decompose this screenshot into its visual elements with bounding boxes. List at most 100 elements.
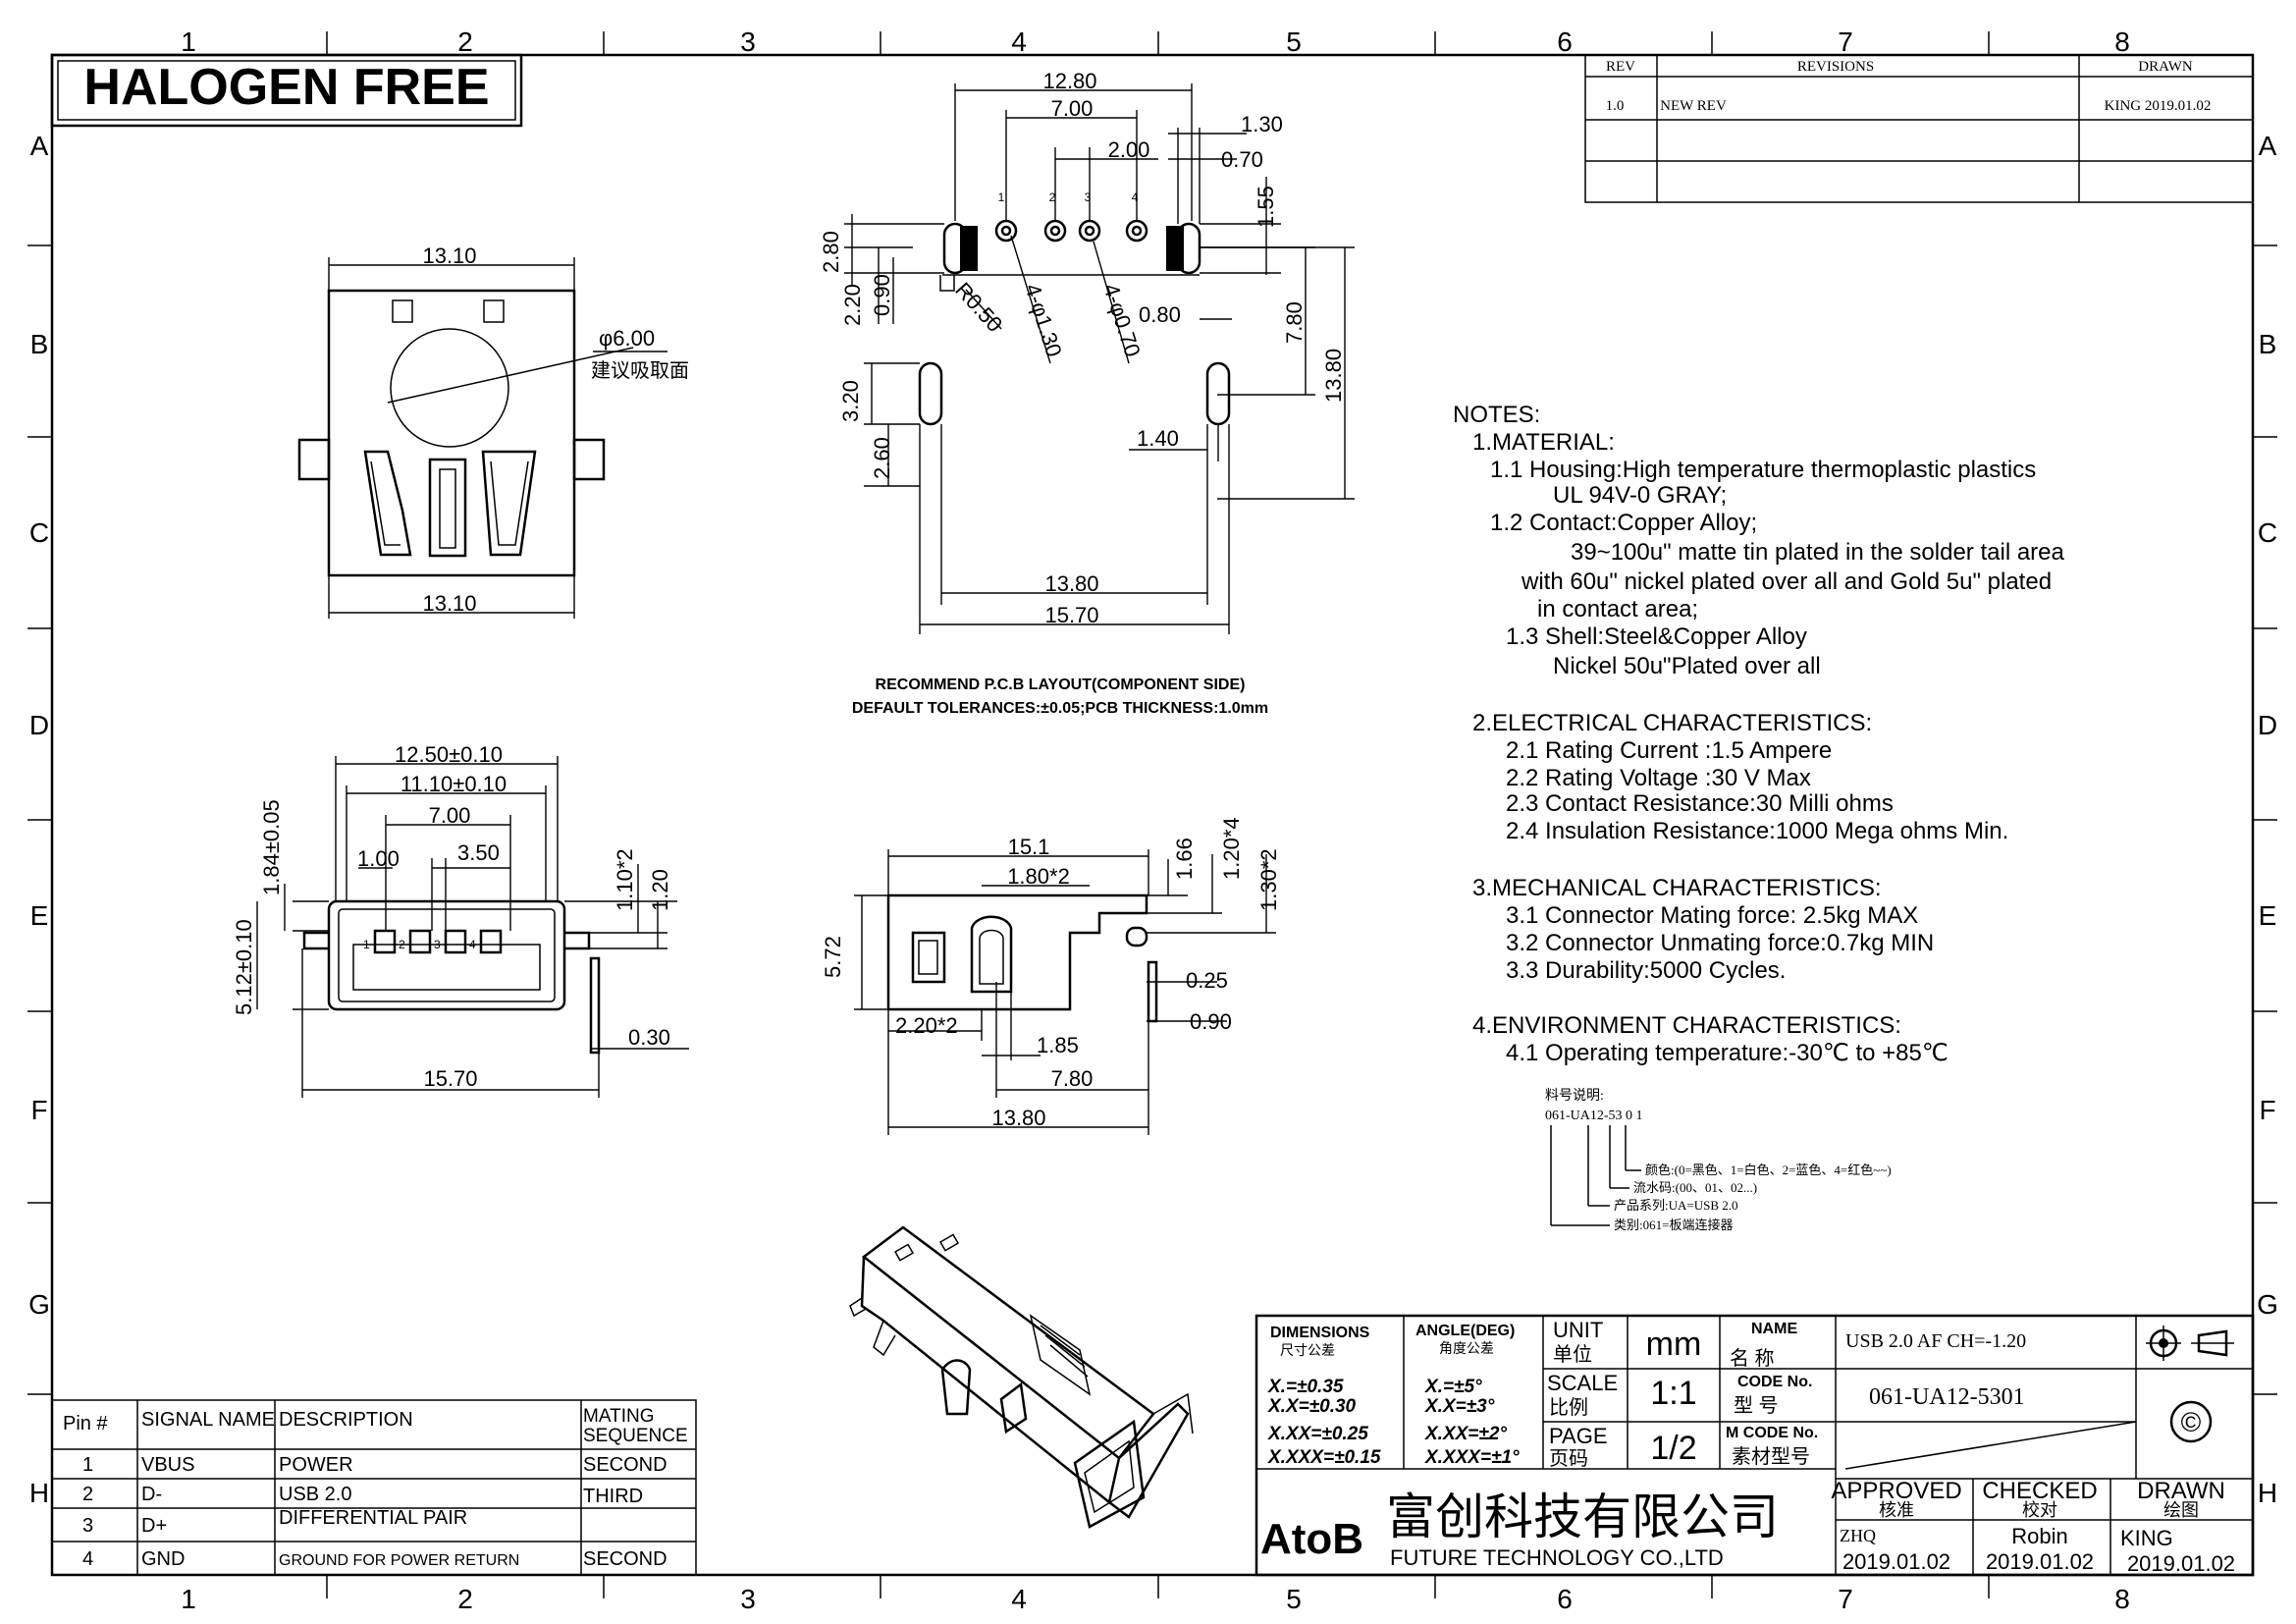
row-label: F [2259, 1095, 2275, 1125]
tol-ang: X.X=±3° [1424, 1396, 1495, 1417]
name-cn: 名 称 [1730, 1347, 1775, 1370]
dim-1570: 15.70 [1044, 603, 1098, 627]
pin-number: 2 [1049, 190, 1056, 204]
dim-512: 5.12±0.10 [232, 919, 256, 1015]
drawn-date: 2019.01.02 [2127, 1551, 2235, 1576]
note-line: 2.1 Rating Current :1.5 Ampere [1506, 737, 1832, 764]
company-en: FUTURE TECHNOLOGY CO.,LTD [1390, 1545, 1724, 1570]
unit-cn: 单位 [1553, 1343, 1592, 1366]
angle-label: ANGLE(DEG) [1415, 1323, 1515, 1339]
part-code-explanation: 料号说明: 061-UA12-53 0 1 颜色:(0=黑色、1=白色、2=蓝色… [1545, 1088, 1892, 1232]
note-line: 2.4 Insulation Resistance:1000 Mega ohms… [1506, 818, 2008, 844]
dim-130: 1.30 [1241, 112, 1283, 136]
pin-cell: SECOND [583, 1548, 667, 1570]
projection-symbol [2146, 1326, 2234, 1361]
dim-120-side: 1.20*4 [1219, 817, 1244, 880]
company-logo: AtoB [1260, 1515, 1363, 1563]
note-line: 2.ELECTRICAL CHARACTERISTICS: [1472, 710, 1872, 736]
rev-header: REV [1606, 59, 1635, 75]
dimensions-label: DIMENSIONS [1270, 1325, 1370, 1341]
code-label: CODE No. [1737, 1374, 1812, 1390]
dim-circle: φ6.00 [599, 326, 655, 351]
drawn-cn: 绘图 [2163, 1500, 2199, 1520]
part-code-explain: 流水码:(00、01、02...) [1633, 1180, 1757, 1195]
col-label: 7 [1838, 27, 1853, 57]
tol-ang: X.=±5° [1424, 1377, 1482, 1397]
pin-table: Pin # SIGNAL NAME DESCRIPTION MATING SEQ… [51, 1399, 697, 1576]
dim-130-side: 1.30*2 [1256, 848, 1281, 911]
part-code-value: 061-UA12-53 0 1 [1545, 1109, 1643, 1123]
pin-cell: THIRD [583, 1486, 643, 1507]
col-label: 5 [1286, 27, 1302, 57]
dim-080: 0.80 [1139, 302, 1181, 327]
name-value: USB 2.0 AF CH=-1.20 [1845, 1330, 2026, 1352]
approved-date: 2019.01.02 [1842, 1549, 1950, 1574]
dim-pin-pitch: 2.00 [1108, 137, 1150, 162]
checked-name: Robin [2011, 1524, 2067, 1548]
dim-1250: 12.50±0.10 [395, 742, 503, 767]
front-pin: 1 [363, 938, 370, 951]
unit-label: UNIT [1553, 1318, 1603, 1342]
mcode-label: M CODE No. [1726, 1425, 1818, 1441]
row-label: H [29, 1478, 49, 1508]
col-label: 2 [457, 1584, 473, 1614]
note-line: 39~100u" matte tin plated in the solder … [1571, 539, 2065, 566]
note-line: 3.MECHANICAL CHARACTERISTICS: [1472, 875, 1882, 901]
pin-cell: USB 2.0 [279, 1484, 351, 1505]
page-cn: 页码 [1549, 1448, 1588, 1470]
part-code-explain: 产品系列:UA=USB 2.0 [1614, 1198, 1738, 1213]
row-label: A [30, 131, 49, 161]
code-cn: 型 号 [1734, 1394, 1779, 1417]
col-label: 6 [1557, 27, 1573, 57]
dim-1380-side: 13.80 [991, 1106, 1045, 1130]
isometric-view [849, 1225, 1194, 1529]
dim-030: 0.30 [628, 1025, 670, 1050]
pin-cell: 2 [82, 1484, 93, 1505]
dim-320: 3.20 [838, 380, 863, 422]
tol-lin: X.X=±0.30 [1267, 1396, 1357, 1417]
front-view: 1 2 3 4 [232, 742, 689, 1098]
pin-number: 4 [1132, 190, 1139, 204]
dim-140: 1.40 [1137, 426, 1179, 451]
part-code-explain: 类别:061=板端连接器 [1614, 1218, 1733, 1232]
pin-cell: POWER [279, 1454, 353, 1476]
drawn-name: KING [2120, 1526, 2173, 1550]
col-label: 4 [1011, 1584, 1027, 1614]
checked-cn: 校对 [2022, 1500, 2057, 1520]
dim-700: 7.00 [429, 803, 471, 828]
note-line: 4.1 Operating temperature:-30℃ to +85℃ [1506, 1040, 1949, 1066]
note-line: with 60u" nickel plated over all and Gol… [1521, 568, 2052, 595]
notes-block: NOTES: 1.MATERIAL: 1.1 Housing:High temp… [1453, 402, 2065, 1066]
approved-name: ZHQ [1840, 1526, 1876, 1545]
pin-table-header: MATING [583, 1406, 654, 1427]
col-label: 3 [740, 1584, 756, 1614]
copyright-icon: © [2181, 1407, 2202, 1437]
note-line: 1.MATERIAL: [1472, 429, 1615, 456]
dim-280: 2.80 [819, 231, 843, 273]
row-label: C [2258, 517, 2277, 548]
dim-185: 1.85 [1037, 1033, 1079, 1057]
sheet-border: 1 2 3 4 5 6 7 8 1 2 3 4 5 6 7 8 A B C D … [27, 27, 2278, 1614]
dim-184: 1.84±0.05 [259, 799, 284, 895]
pin-cell: SECOND [583, 1454, 667, 1476]
mcode-cn: 素材型号 [1732, 1445, 1810, 1468]
dim-090: 0.90 [870, 274, 894, 316]
dim-260: 2.60 [870, 437, 894, 479]
dim-1570-front: 15.70 [423, 1066, 477, 1091]
part-code-explain: 颜色:(0=黑色、1=白色、2=蓝色、4=红色~~) [1645, 1163, 1892, 1177]
dim-151: 15.1 [1008, 835, 1050, 859]
pin-number: 3 [1085, 190, 1092, 204]
tol-lin: X.XXX=±0.15 [1267, 1447, 1381, 1468]
note-line: 1.3 Shell:Steel&Copper Alloy [1506, 623, 1807, 650]
approved-cn: 核准 [1879, 1500, 1914, 1520]
dim-1380-horizontal: 13.80 [1044, 571, 1098, 596]
rev-desc: NEW REV [1660, 98, 1727, 114]
halogen-free-badge: HALOGEN FREE [50, 53, 523, 128]
note-line: 2.3 Contact Resistance:30 Milli ohms [1506, 790, 1894, 817]
pin-table-header: SIGNAL NAME [141, 1409, 275, 1431]
rev-drawn: KING 2019.01.02 [2105, 98, 2212, 114]
dim-hole-130: 4-φ1.30 [1020, 281, 1066, 360]
dim-bottom-width: 13.10 [422, 591, 476, 616]
dim-572: 5.72 [821, 936, 845, 978]
note-line: UL 94V-0 GRAY; [1553, 482, 1727, 509]
